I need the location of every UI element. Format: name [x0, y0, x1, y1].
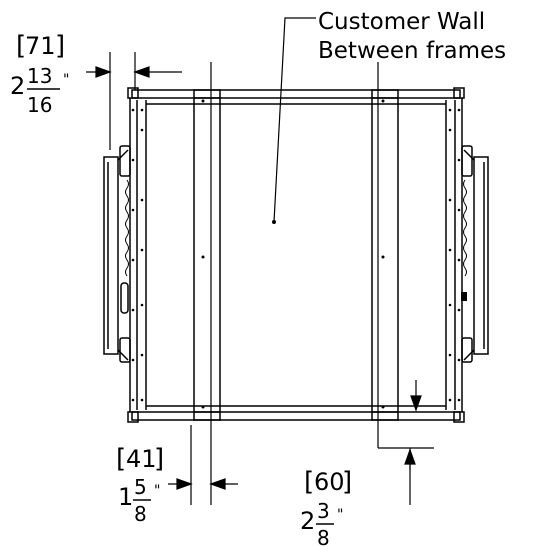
extension-lines — [109, 52, 434, 505]
dimension-bottom-right: [ 60 ] 2 3 8 " — [300, 467, 352, 547]
cabinet-frame — [127, 87, 465, 423]
right-latch — [461, 292, 467, 301]
dim-bottom-right-denominator: 8 — [317, 526, 330, 547]
callout-line-2: Between frames — [318, 38, 506, 64]
post-holes — [201, 99, 385, 409]
callout-line-1: Customer Wall — [318, 9, 485, 35]
dim-top-left-bracket-value: 71 — [25, 32, 56, 60]
dimension-top-left: [ 71 ] 2 13 16 " — [10, 31, 69, 117]
svg-text:[: [ — [16, 31, 26, 61]
svg-text:]: ] — [154, 444, 164, 474]
right-post — [371, 89, 399, 421]
dim-bottom-left-numerator: 5 — [134, 475, 147, 499]
left-post — [193, 89, 221, 421]
top-rail — [131, 89, 461, 99]
left-hinge-chain — [125, 179, 129, 277]
dim-top-left-unit: " — [63, 72, 69, 88]
dimension-bottom-left: [ 41 ] 1 5 8 " — [116, 444, 164, 526]
right-door-panel — [461, 145, 489, 363]
dim-top-left-numerator: 13 — [27, 64, 52, 88]
left-rail-holes — [131, 108, 144, 402]
left-door-panel — [103, 145, 131, 363]
dim-bottom-right-whole: 2 — [300, 507, 315, 535]
dim-bottom-right-bracket-value: 60 — [314, 468, 345, 496]
dim-bottom-right-numerator: 3 — [317, 499, 330, 523]
dim-bottom-left-bracket-value: 41 — [126, 445, 157, 473]
customer-wall-callout: Customer Wall Between frames — [272, 9, 506, 224]
right-hinge-chain — [463, 179, 467, 277]
callout-leader — [273, 17, 316, 223]
svg-text:]: ] — [55, 31, 65, 61]
dim-bottom-right-unit: " — [337, 507, 343, 523]
dim-top-left-denominator: 16 — [27, 93, 52, 117]
svg-text:]: ] — [342, 467, 352, 497]
dim-bottom-left-unit: " — [154, 483, 160, 499]
left-door-handle — [120, 282, 129, 314]
right-rail-holes — [448, 108, 461, 402]
svg-text:[: [ — [116, 444, 126, 474]
dim-bottom-left-whole: 1 — [118, 483, 133, 511]
dimension-arrows — [86, 66, 422, 490]
bottom-rail — [131, 411, 461, 421]
dim-top-left-whole: 2 — [10, 72, 25, 100]
dim-bottom-left-denominator: 8 — [134, 502, 147, 526]
svg-text:[: [ — [304, 467, 314, 497]
